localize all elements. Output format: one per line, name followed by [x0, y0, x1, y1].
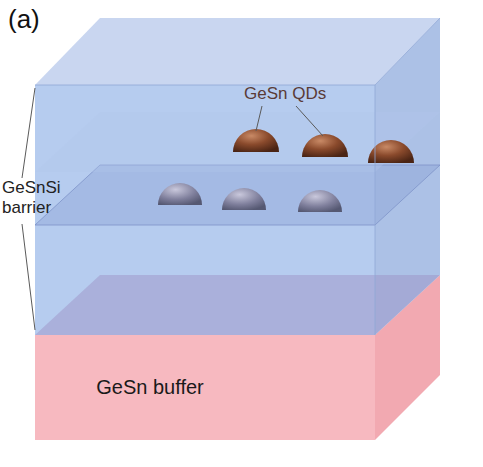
barrier-top [35, 18, 440, 85]
layer-label: GeSnSi barrier [2, 178, 72, 219]
upper-qd-plane [35, 112, 440, 172]
leader-lines [22, 88, 323, 330]
qd-label: GeSn QDs [244, 84, 326, 104]
box-edges [35, 18, 440, 335]
qd-layer-plane [35, 165, 440, 225]
quantum-dot [158, 183, 202, 205]
panel-label: (a) [8, 4, 40, 35]
layer-band: GeSn buffer [35, 335, 375, 440]
layer-label: GeSn buffer [96, 376, 203, 399]
quantum-dot [302, 134, 348, 157]
quantum-dot [233, 129, 279, 152]
interface-plane [35, 275, 440, 335]
quantum-dot [222, 188, 266, 210]
buffer-front [35, 335, 375, 440]
quantum-dot [298, 190, 342, 212]
